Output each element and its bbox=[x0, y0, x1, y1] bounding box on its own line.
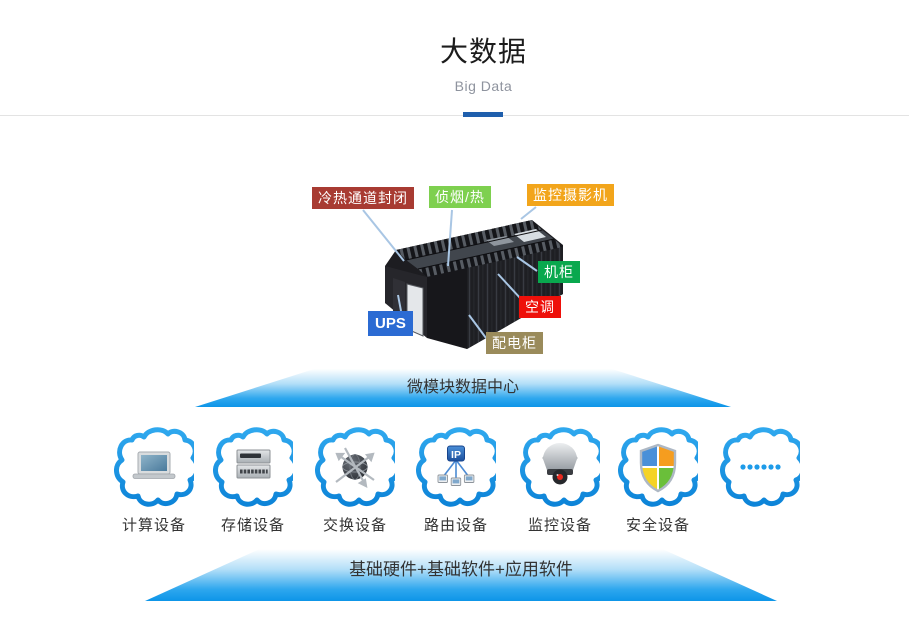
callout-ups: UPS bbox=[368, 311, 413, 336]
device-switching: 交换设备 bbox=[315, 425, 395, 535]
device-storage: 存储设备 bbox=[213, 425, 293, 535]
page-title: 大数据 bbox=[439, 36, 527, 67]
device-label-storage: 存储设备 bbox=[220, 517, 285, 534]
callout-cabinet: 机柜 bbox=[538, 261, 580, 283]
device-label-routing: 路由设备 bbox=[423, 517, 488, 534]
software-stack-banner-label: 基础硬件+基础软件+应用软件 bbox=[349, 560, 573, 579]
laptop-icon bbox=[132, 451, 176, 479]
header-accent-bar bbox=[463, 112, 503, 117]
section-header: 大数据 Big Data bbox=[29, 0, 909, 94]
micro-module-banner: 微模块数据中心 bbox=[195, 368, 731, 407]
device-label-computing: 计算设备 bbox=[121, 517, 186, 534]
roof-skylight bbox=[514, 229, 546, 242]
aisle-roof bbox=[406, 230, 554, 269]
micro-module-banner-label: 微模块数据中心 bbox=[406, 379, 519, 396]
device-label-security: 安全设备 bbox=[625, 517, 690, 534]
callout-air-conditioner: 空调 bbox=[519, 296, 561, 318]
device-label-switching: 交换设备 bbox=[322, 517, 387, 534]
device-monitoring: 监控设备 bbox=[520, 425, 600, 535]
header-divider bbox=[0, 115, 909, 116]
cloud-icon bbox=[114, 425, 194, 509]
rack-top-comb-front bbox=[418, 239, 563, 277]
callout-connector-lines bbox=[362, 206, 538, 339]
cloud-icon bbox=[213, 425, 293, 509]
rack-top-comb-back bbox=[396, 220, 542, 260]
roof-edge-line bbox=[417, 238, 555, 270]
cloud-icon bbox=[416, 425, 496, 509]
device-more bbox=[720, 425, 800, 514]
software-stack-banner: 基础硬件+基础软件+应用软件 bbox=[145, 548, 777, 601]
page-subtitle: Big Data bbox=[454, 78, 513, 94]
callout-cold-hot-aisle: 冷热通道封闭 bbox=[312, 187, 414, 209]
roof-edge-line bbox=[405, 229, 543, 261]
callout-surveillance-camera: 监控摄影机 bbox=[527, 184, 614, 206]
device-computing: 计算设备 bbox=[114, 425, 194, 535]
callout-power-distribution: 配电柜 bbox=[486, 332, 543, 354]
cloud-icon bbox=[520, 425, 600, 509]
roof-panel bbox=[486, 236, 514, 246]
rack-front-face-left bbox=[427, 268, 467, 349]
callout-smoke-heat-detector: 侦烟/热 bbox=[429, 186, 491, 208]
cloud-icon bbox=[315, 425, 395, 509]
device-routing: 路由设备 bbox=[416, 425, 496, 535]
device-security: 安全设备 bbox=[618, 425, 698, 535]
device-label-monitoring: 监控设备 bbox=[527, 517, 592, 534]
cloud-icon bbox=[618, 425, 698, 509]
cloud-icon bbox=[720, 425, 800, 509]
